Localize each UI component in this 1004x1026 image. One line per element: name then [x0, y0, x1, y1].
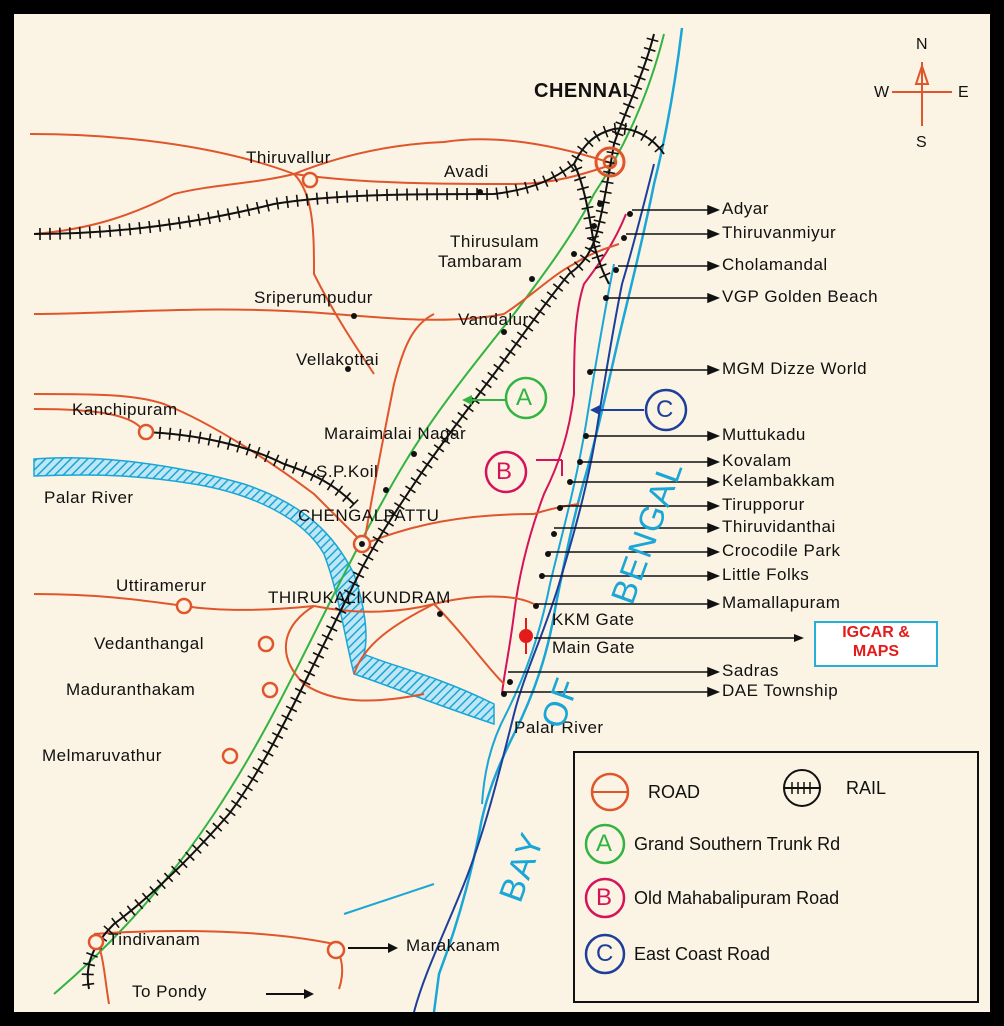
label-chennai: CHENNAI	[534, 80, 629, 102]
legend-c-letter: C	[596, 940, 614, 967]
label-melmaruvathur: Melmaruvathur	[42, 746, 162, 765]
label-coastal-place: Adyar	[722, 199, 769, 218]
rail-ticks	[39, 37, 665, 986]
marker-c-circle	[644, 388, 688, 432]
label-coastal-place: Crocodile Park	[722, 541, 841, 560]
label-sriperumbudur: Sriperumpudur	[254, 288, 373, 307]
legend-c-label: East Coast Road	[634, 944, 771, 964]
label-maraimalai-nagar: Maraimalai Nagar	[324, 424, 467, 443]
compass-n: N	[916, 36, 928, 53]
legend-a-letter: A	[596, 830, 613, 857]
label-vandalur: Vandalur	[458, 310, 529, 329]
label-thiruvallur: Thiruvallur	[246, 148, 331, 167]
label-tindivanam: Tindivanam	[108, 930, 201, 949]
label-avadi: Avadi	[444, 162, 489, 181]
label-coastal-place: Kovalam	[722, 451, 792, 470]
legend-road: ROAD	[648, 782, 701, 802]
label-coastal-place: MGM Dizze World	[722, 359, 868, 378]
coastal-pointers	[502, 204, 721, 698]
igcar-line2: MAPS	[852, 643, 900, 660]
compass-w: W	[874, 84, 890, 101]
compass-s: S	[916, 134, 927, 151]
label-uttiramerur: Uttiramerur	[116, 576, 207, 595]
omr-road	[501, 213, 627, 695]
rail-network	[33, 33, 665, 990]
label-coastal-place: DAE Township	[722, 681, 839, 700]
label-coastal-place: Thiruvanmiyur	[722, 223, 837, 242]
label-coastal-place: Little Folks	[722, 565, 810, 584]
label-coastal-place: Muttukadu	[722, 425, 806, 444]
marker-a-circle	[504, 376, 548, 420]
town-circles	[87, 171, 372, 960]
label-sp-koil: S.P.Koil	[316, 462, 379, 481]
igcar-line1: IGCAR &	[842, 624, 910, 641]
chennai-marker	[594, 146, 626, 178]
legend-box	[573, 751, 979, 1003]
marker-b-letter: B	[496, 458, 513, 485]
label-vedanthangal: Vedanthangal	[94, 634, 204, 653]
label-thirukalikundram: THIRUKALIKUNDRAM	[268, 588, 451, 607]
label-to-pondy: To Pondy	[132, 982, 207, 1001]
label-coastal-place: VGP Golden Beach	[722, 287, 879, 306]
label-tambaram: Tambaram	[438, 252, 523, 271]
road-network	[29, 133, 620, 1005]
legend-b-letter: B	[596, 884, 613, 911]
label-coastal-place: Thiruvidanthai	[722, 517, 836, 536]
legend-a-label: Grand Southern Trunk Rd	[634, 834, 841, 854]
compass-graphic	[892, 62, 952, 126]
legend-b-label: Old Mahabalipuram Road	[634, 888, 840, 908]
marker-a-letter: A	[516, 384, 533, 411]
palar-river-shape	[33, 457, 495, 726]
marker-b-circle	[484, 450, 528, 494]
ecr-road	[413, 163, 655, 1012]
label-thirusulam: Thirusulam	[450, 232, 540, 251]
label-palar-river-west: Palar River	[44, 488, 134, 507]
igcar-maps-box: IGCAR & MAPS	[814, 621, 938, 667]
gst-road	[53, 33, 665, 995]
label-kanchipuram: Kanchipuram	[72, 400, 178, 419]
coastline-inner	[481, 263, 615, 805]
label-main-gate: Main Gate	[552, 638, 635, 657]
label-maduranthakam: Maduranthakam	[66, 680, 196, 699]
map-panel: CHENNAI Thiruvallur Avadi Thirusulam Tam…	[14, 14, 990, 1012]
label-coastal-place: Sadras	[722, 661, 779, 680]
marker-c-letter: C	[656, 396, 674, 423]
legend-rail: RAIL	[846, 778, 887, 798]
label-coastal-place: Cholamandal	[722, 255, 828, 274]
label-coastal-place: Mamallapuram	[722, 593, 841, 612]
coastline	[432, 27, 684, 1012]
label-coastal-place: Kelambakkam	[722, 471, 836, 490]
label-chengalpattu: CHENGALPATTU	[298, 506, 440, 525]
marakanam-backwater	[343, 883, 435, 915]
compass-e: E	[958, 84, 969, 101]
label-marakanam: Marakanam	[406, 936, 501, 955]
label-kkm-gate: KKM Gate	[552, 610, 635, 629]
label-palar-river-east: Palar River	[514, 718, 604, 737]
map-graphics	[29, 27, 979, 1012]
label-coastal-place: Tirupporur	[722, 495, 805, 514]
label-vellakottai: Vellakottai	[296, 350, 379, 369]
